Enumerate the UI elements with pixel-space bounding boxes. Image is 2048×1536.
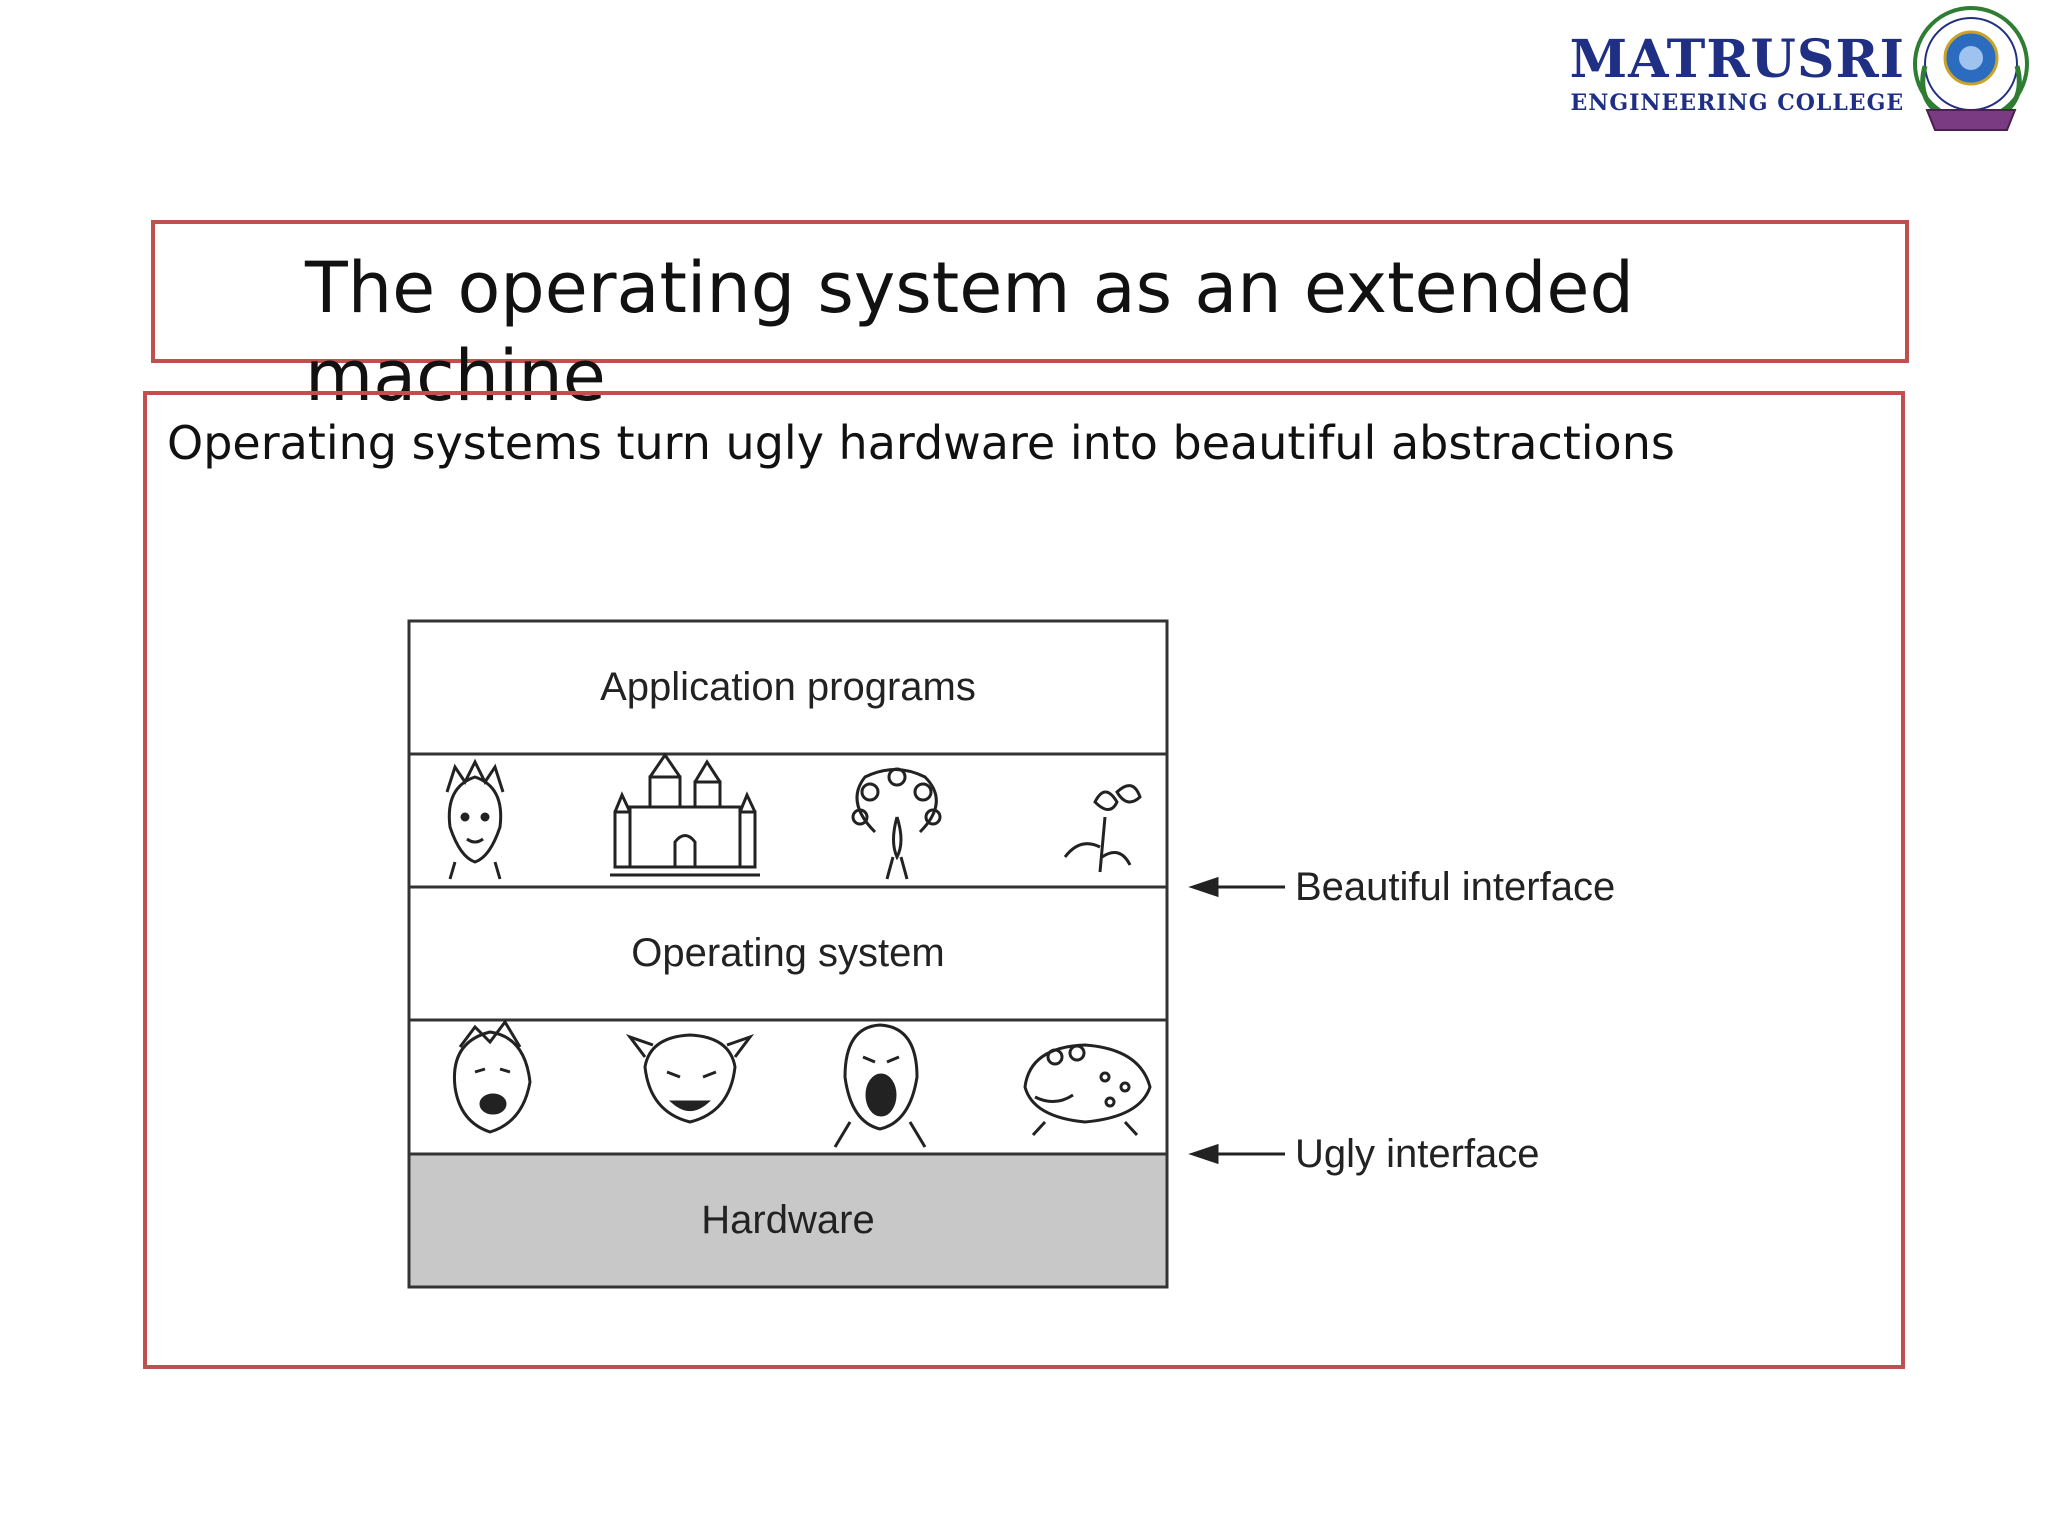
college-logo: MATRUSRI ENGINEERING COLLEGE [1570,0,2035,150]
lead-text: Operating systems turn ugly hardware int… [167,416,1675,470]
toad-icon [1023,1043,1152,1137]
yelling-man-icon [452,1019,532,1134]
beautiful-interface-label: Beautiful interface [1295,865,1616,909]
content-frame: Operating systems turn ugly hardware int… [143,391,1905,1369]
layer-diagram: Application programs Operating system Ha… [405,617,1685,1292]
castle-icon [610,752,760,877]
flower-icon [1063,784,1142,873]
college-seal-icon [1913,6,2029,131]
screaming-man-icon [833,1023,927,1148]
diagram-lines [407,619,1285,1289]
queen-figure-icon [445,758,505,880]
logo-wordmark: MATRUSRI ENGINEERING COLLEGE [1569,29,1905,117]
ugly-interface-arrow [1188,1143,1285,1165]
beautiful-interface-arrow [1188,876,1285,898]
layer-hardware: Hardware [701,1198,875,1242]
hardware-fill [407,1152,1169,1289]
logo-name: MATRUSRI [1569,29,1905,90]
layer-application-programs: Application programs [600,665,976,709]
logo-subtitle: ENGINEERING COLLEGE [1570,90,1905,116]
layer-operating-system: Operating system [631,931,945,975]
peacock-icon [851,767,942,880]
title-frame: The operating system as an extended mach… [151,220,1909,417]
snarling-dog-icon [625,1033,755,1124]
slide-title: The operating system as an extended mach… [305,247,1634,417]
ugly-interface-label: Ugly interface [1295,1132,1540,1176]
